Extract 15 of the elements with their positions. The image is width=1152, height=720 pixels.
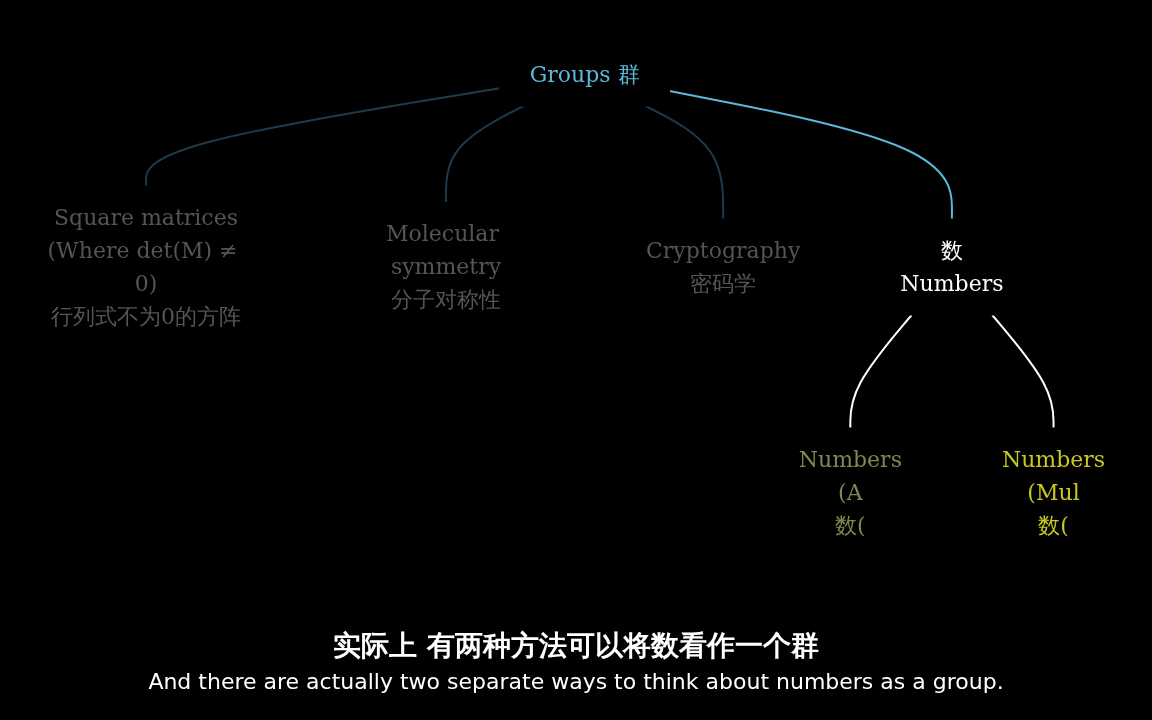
node-text: Square matrices (Where det(M) ≠ 0) 行列式不为0的方阵 (47, 204, 242, 329)
connector (849, 314, 914, 429)
connector (445, 105, 525, 204)
connector (991, 314, 1055, 429)
subtitle-text: 实际上 有两种方法可以将数看作一个群 (333, 628, 819, 664)
subtitle-text: And there are actually two separate ways to think about numbers as a group. (148, 669, 1004, 694)
node-text: Cryptography 密码学 (646, 237, 801, 296)
node-text: 数 Numbers (900, 237, 1004, 296)
node-text: Numbers (Mul 数( (1002, 446, 1106, 538)
node-text: Numbers (A 数( (799, 446, 903, 538)
node-text: Molecular symmetry 分子对称性 (386, 221, 502, 313)
connector (668, 90, 954, 220)
connector (145, 87, 502, 187)
connector (645, 105, 725, 220)
node-text: Groups 群 (530, 62, 640, 87)
